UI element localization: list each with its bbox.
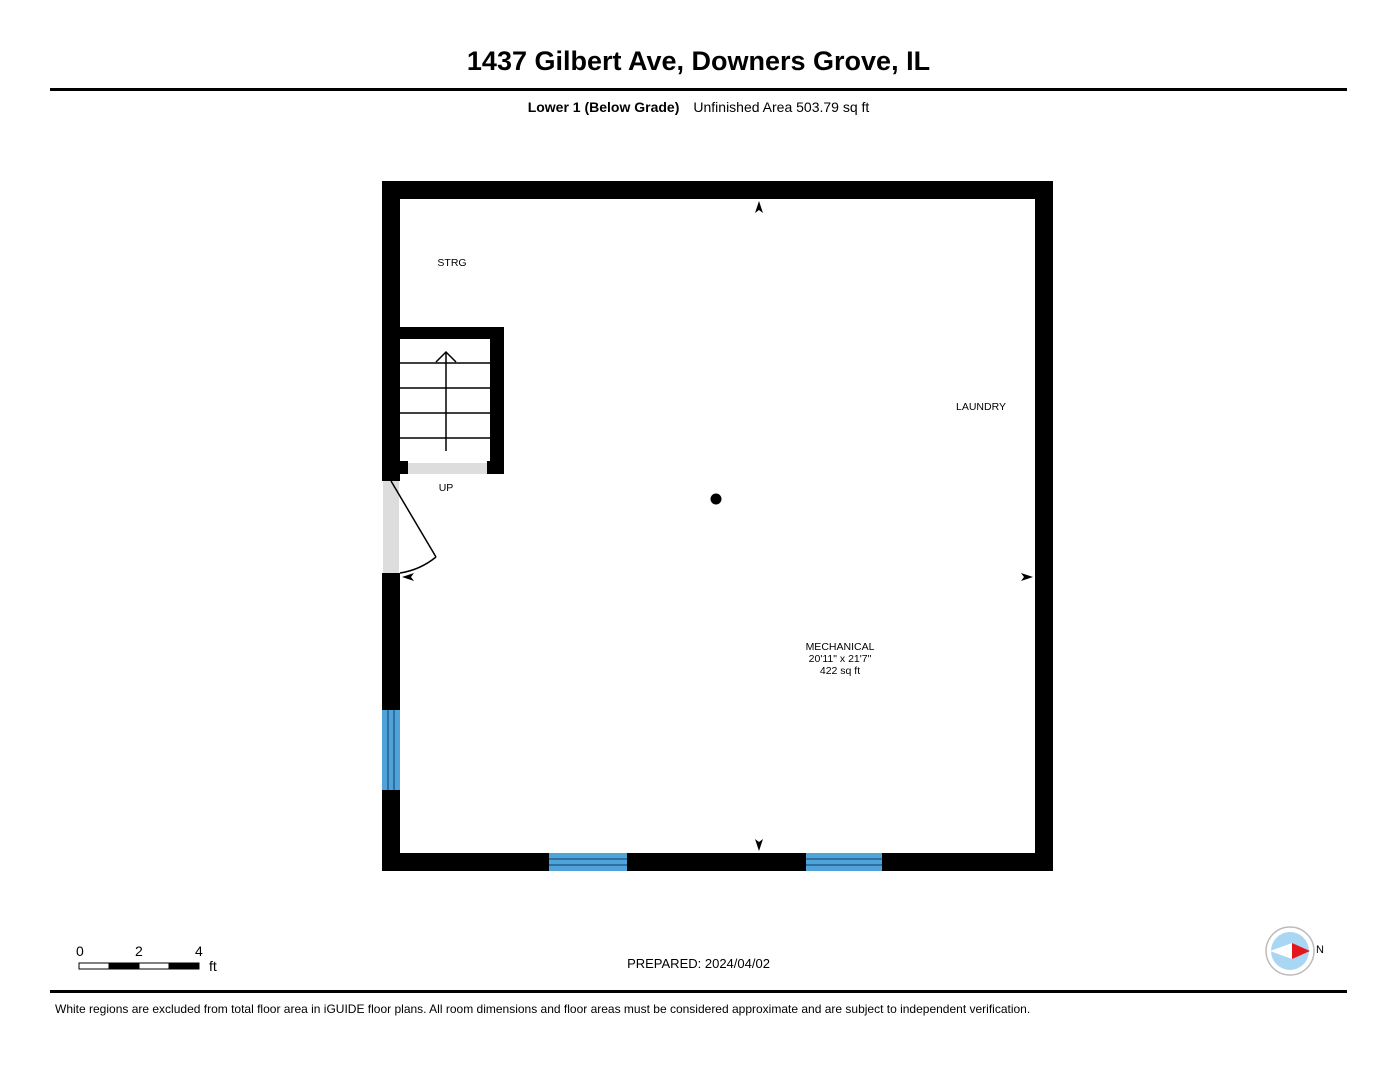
scale-unit: ft: [209, 958, 217, 974]
area-summary: Unfinished Area 503.79 sq ft: [693, 99, 870, 115]
room-label-laundry: LAUNDRY: [956, 401, 1006, 413]
dimension-markers: [402, 201, 1033, 851]
room-dimensions: 20'11" x 21'7": [808, 653, 872, 665]
window-bottom-1: [549, 853, 627, 871]
room-name: MECHANICAL: [805, 641, 875, 653]
window-left: [382, 710, 400, 790]
footer-divider: [50, 990, 1347, 993]
stair-up-arrow-icon: [435, 350, 457, 451]
stair-treads: [400, 362, 490, 439]
scale-tick-0: 0: [76, 943, 84, 959]
scale-tick-4: 4: [195, 943, 203, 959]
outer-walls: [382, 181, 1053, 871]
scale-tick-2: 2: [135, 943, 143, 959]
room-label-strg: STRG: [437, 257, 467, 269]
scale-bar: [78, 962, 200, 970]
room-area: 422 sq ft: [819, 665, 861, 677]
window-bottom-2: [806, 853, 882, 871]
header-divider: [50, 88, 1347, 91]
compass-north-label: N: [1316, 944, 1324, 956]
door-swing-icon: [390, 480, 437, 574]
north-compass-icon: [1265, 926, 1315, 976]
prepared-date: PREPARED: 2024/04/02: [627, 956, 770, 971]
viewpoint-marker: [710, 493, 722, 505]
disclaimer-text: White regions are excluded from total fl…: [55, 1002, 1031, 1016]
level-summary: Lower 1 (Below Grade) Unfinished Area 503…: [0, 99, 1397, 115]
stairwell: [400, 327, 504, 474]
level-name: Lower 1 (Below Grade): [527, 99, 680, 115]
stair-label-up: UP: [438, 482, 454, 494]
property-address-title: 1437 Gilbert Ave, Downers Grove, IL: [466, 46, 931, 76]
stair-landing: [408, 463, 487, 474]
door-opening: [383, 481, 399, 573]
room-label-mechanical: MECHANICAL 20'11" x 21'7" 422 sq ft: [780, 641, 900, 677]
